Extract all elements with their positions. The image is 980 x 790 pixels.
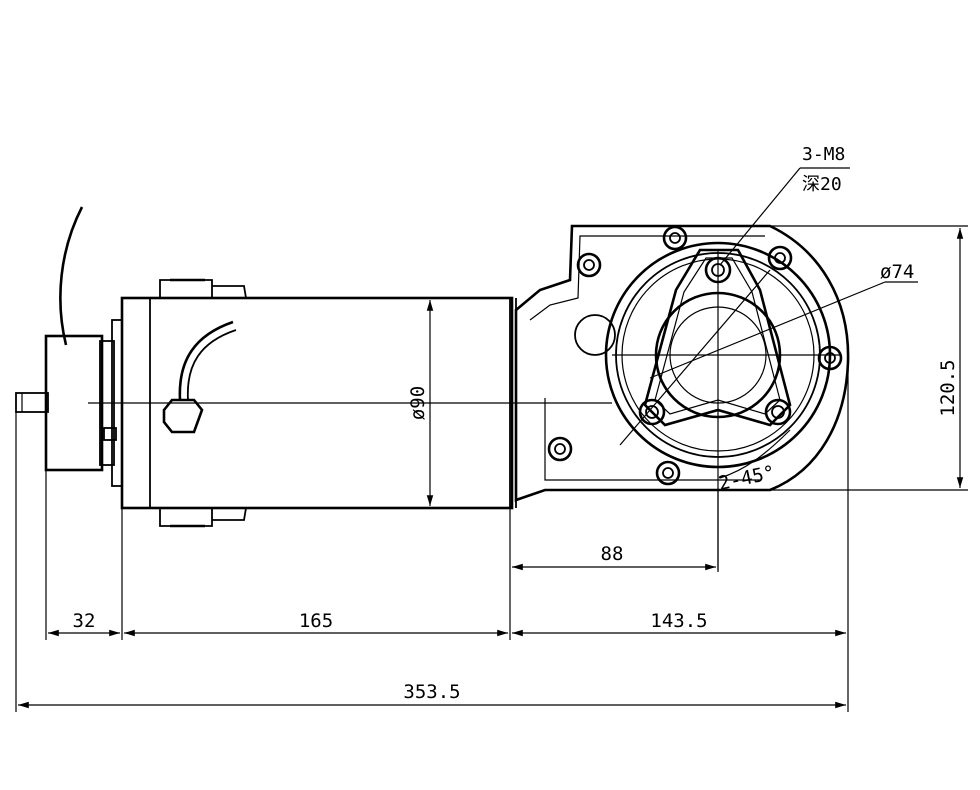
thread-spec-label: 3-M8 [802,144,845,165]
thread-depth-label: 深20 [802,174,842,195]
dim-output-offset: 88 [511,543,716,571]
dim-encoder-length: 32 [48,610,120,637]
dim-output-offset-label: 88 [601,543,624,565]
dim-motor-diameter: ø90 [407,300,434,506]
dim-overall-length-label: 353.5 [403,681,460,703]
dim-overall-length: 353.5 [17,681,846,709]
dim-encoder-length-label: 32 [73,610,96,632]
dim-motor-length-label: 165 [299,610,333,632]
rear-shaft [15,392,49,413]
dim-gearbox-height-label: 120.5 [937,359,959,416]
gearbox-housing [514,224,850,502]
dim-pitch-circle: ø74 [880,261,918,283]
dim-gearbox-length: 143.5 [511,610,846,637]
thread-callout: 3-M8 深20 [719,144,850,266]
encoder-cable [59,206,84,346]
extension-lines [15,225,968,712]
dim-gearbox-height: 120.5 [937,228,964,488]
dim-pitch-circle-label: ø74 [880,261,914,283]
dim-motor-length: 165 [124,610,508,637]
dim-gearbox-length-label: 143.5 [650,610,707,632]
dim-motor-diameter-label: ø90 [407,386,429,420]
